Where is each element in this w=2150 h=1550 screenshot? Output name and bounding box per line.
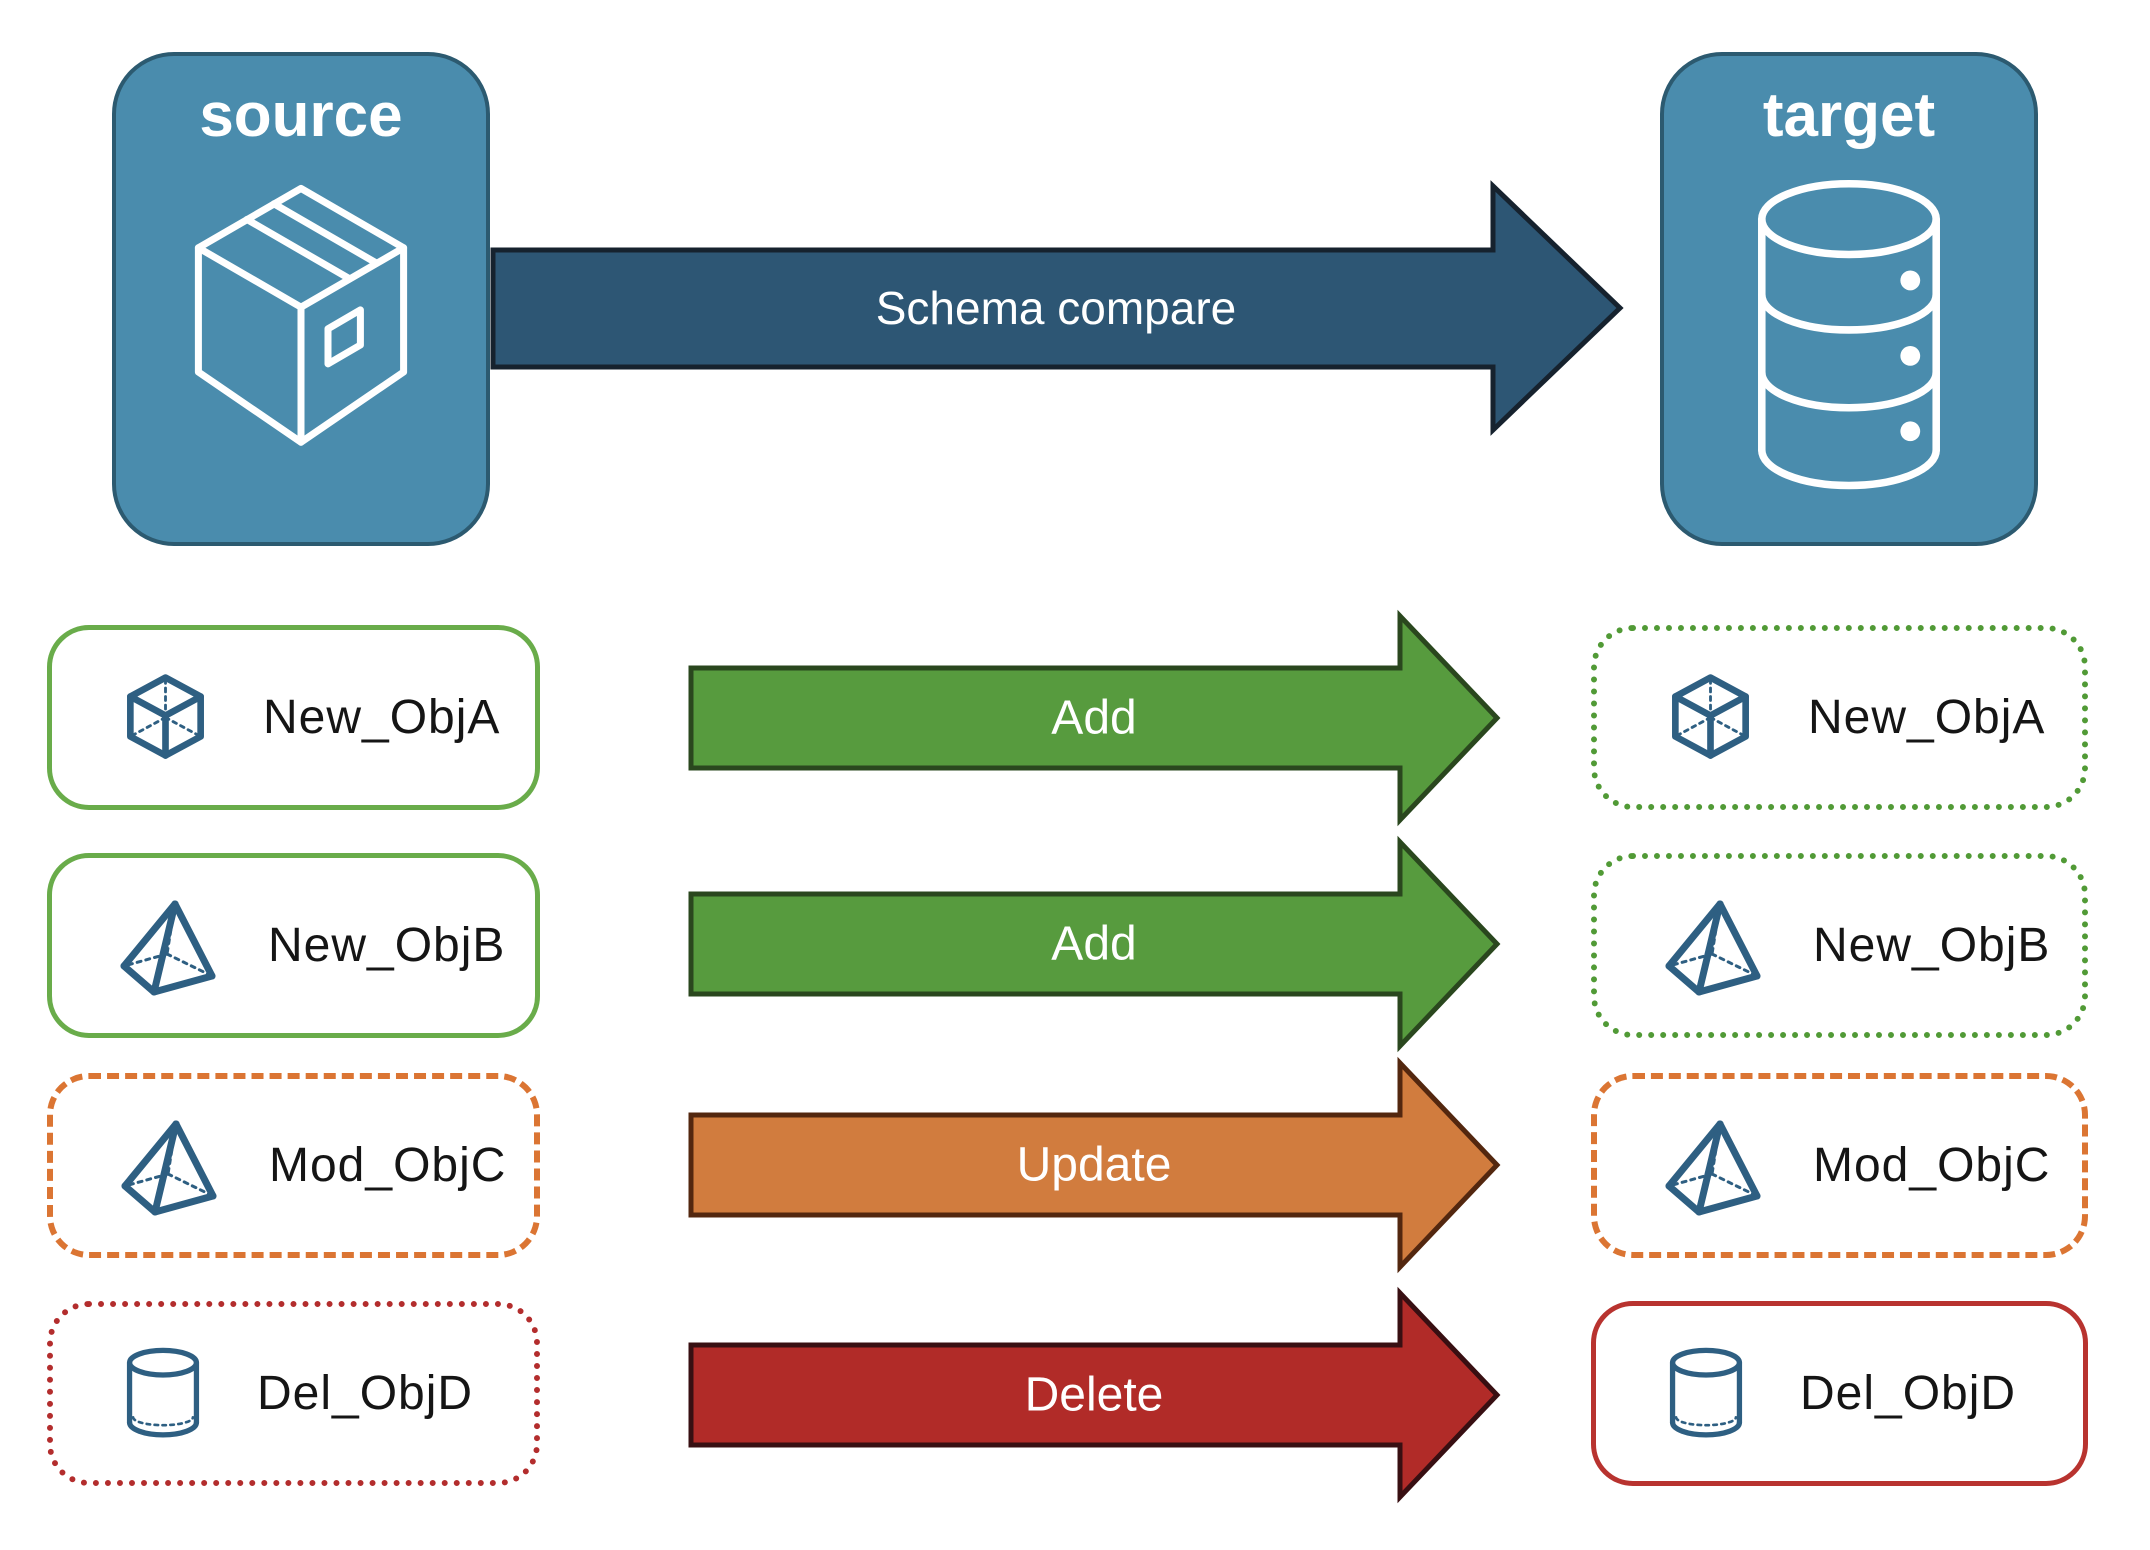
source-node-title: source: [199, 81, 403, 150]
pyramid-icon: [1663, 896, 1763, 996]
object-label: New_ObjA: [1808, 691, 2046, 744]
target-node-title: target: [1762, 81, 1936, 150]
update-arrow-label: Update: [1017, 1139, 1172, 1192]
delete-arrow-label: Delete: [1025, 1369, 1164, 1422]
target-object-box-del-objd: Del_ObjD: [1591, 1301, 2088, 1486]
database-icon: [1731, 172, 1967, 502]
add-arrow-shape: [688, 835, 1501, 1053]
source-object-box-mod-objc: Mod_ObjC: [47, 1073, 540, 1258]
pyramid-icon: [1663, 1116, 1763, 1216]
object-label: Del_ObjD: [1800, 1367, 2017, 1420]
target-object-box-new-objb: New_ObjB: [1591, 853, 2088, 1038]
object-label: New_ObjA: [263, 691, 501, 744]
cube-icon: [1663, 670, 1758, 765]
cube-icon: [118, 670, 213, 765]
add-arrow-shape: [688, 609, 1501, 827]
target-object-box-new-obja: New_ObjA: [1591, 625, 2088, 810]
target-object-box-mod-objc: Mod_ObjC: [1591, 1073, 2088, 1258]
source-node: source: [112, 52, 490, 546]
pyramid-icon: [119, 1116, 219, 1216]
add-arrow: Add: [688, 609, 1501, 827]
pyramid-icon: [118, 896, 218, 996]
add-arrow-label: Add: [1051, 918, 1136, 971]
update-arrow: Update: [688, 1056, 1501, 1274]
source-object-box-del-objd: Del_ObjD: [47, 1301, 540, 1486]
object-label: Mod_ObjC: [269, 1139, 507, 1192]
schema-compare-label: Schema compare: [876, 282, 1237, 334]
package-icon: [166, 172, 436, 464]
object-label: New_ObjB: [268, 919, 506, 972]
add-arrow-label: Add: [1051, 692, 1136, 745]
object-label: New_ObjB: [1813, 919, 2051, 972]
schema-compare-arrow-shape: [490, 180, 1624, 436]
update-arrow-shape: [688, 1056, 1501, 1274]
source-object-box-new-obja: New_ObjA: [47, 625, 540, 810]
delete-arrow: Delete: [688, 1286, 1501, 1504]
cylinder-icon: [1662, 1345, 1750, 1442]
delete-arrow-shape: [688, 1286, 1501, 1504]
object-label: Mod_ObjC: [1813, 1139, 2051, 1192]
schema-compare-arrow: Schema compare: [490, 180, 1624, 436]
source-object-box-new-objb: New_ObjB: [47, 853, 540, 1038]
cylinder-icon: [119, 1345, 207, 1442]
object-label: Del_ObjD: [257, 1367, 474, 1420]
target-node: target: [1660, 52, 2038, 546]
add-arrow: Add: [688, 835, 1501, 1053]
